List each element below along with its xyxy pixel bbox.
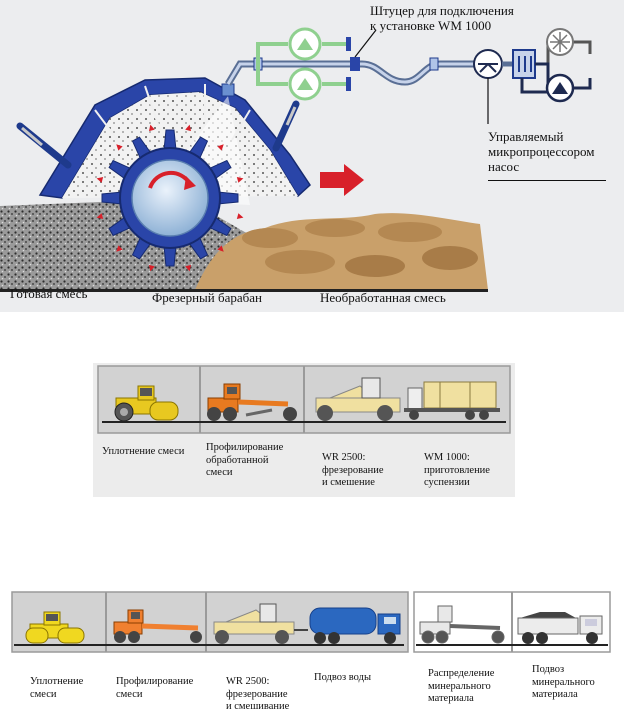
panel1-label-4: WM 1000: приготовление суспензии [424, 452, 490, 490]
panel3-label-2-line1: Подвоз [532, 664, 565, 675]
panel3-label-1-line1: Распределение [428, 668, 495, 679]
recycler-icon-2 [213, 603, 295, 644]
panel3-label-2-line2: минерального [532, 676, 595, 688]
panel1-label-1: Уплотнение смеси [102, 446, 184, 459]
panel1-label-3-line3: и смешение [322, 477, 375, 489]
grader-icon-2 [113, 609, 202, 643]
panel3-label-1-line2: минерального [428, 680, 491, 692]
panel1-label-2: Профилирование обработанной смеси [206, 442, 283, 480]
grader-gray-icon [419, 605, 505, 644]
panel1-label-3-line2: фрезерование [322, 464, 384, 476]
slurry-mixer-icon [404, 381, 500, 420]
panel1-label-3: WR 2500: фрезерование и смешение [322, 452, 384, 490]
connector-label-line1: Штуцер для подключения [370, 3, 514, 18]
panel1-label-4-line1: WM 1000: [424, 452, 470, 463]
milling-drum [96, 124, 244, 272]
roller-icon [114, 385, 179, 422]
panel2-label-3-line3: и смешивание [226, 701, 290, 713]
pump-label-underline [488, 180, 606, 181]
pump-label-line3: насос [488, 158, 520, 174]
panel1-label-2-line2: обработанной [206, 454, 269, 466]
green-valve-branch [256, 42, 346, 86]
recycler-icon [315, 377, 401, 421]
panel2-label-2-line1: Профилирование [116, 676, 194, 687]
pump-label-line2: микропроцессором [488, 143, 595, 159]
panel3-label-2-line3: материала [532, 689, 578, 701]
panel1-label-4-line3: суспензии [424, 477, 470, 489]
panel2-label-1-line2: смеси [30, 688, 57, 700]
raw-mix-label: Необработанная смесь [320, 290, 446, 305]
top-diagram [0, 0, 624, 312]
direction-arrow [320, 164, 364, 196]
grader-icon [207, 383, 297, 421]
connector-label: Штуцер для подключения к установке WM 10… [370, 3, 514, 34]
drum-label: Фрезерный барабан [152, 290, 262, 305]
panel2-label-2: Профилирование смеси [116, 676, 193, 701]
roller-icon-2 [25, 611, 85, 644]
panel-2 [11, 591, 409, 653]
pump-label-line1: Управляемый [488, 129, 564, 144]
panel3-label-2: Подвоз минерального материала [532, 664, 595, 702]
water-truck-icon [294, 607, 401, 644]
panel2-label-1: Уплотнение смеси [30, 676, 83, 701]
panel3-label-1-line3: материала [428, 693, 474, 705]
panel2-label-3-line1: WR 2500: [226, 676, 270, 687]
panel2-label-2-line2: смеси [116, 688, 143, 700]
dump-truck-icon [517, 612, 603, 644]
panel1-label-4-line2: приготовление [424, 464, 490, 476]
panel-3 [413, 591, 611, 653]
panel1-label-2-line1: Профилирование [206, 442, 284, 453]
panel1-label-3-line1: WR 2500: [322, 452, 366, 463]
panel1-label-1-line1: Уплотнение смеси [102, 446, 185, 457]
panel2-label-3-line2: фрезерование [226, 688, 288, 700]
spray-nozzle [221, 83, 235, 97]
panel2-label-4-line1: Подвоз воды [314, 672, 372, 683]
pump-label: Управляемый микропроцессором насос [488, 129, 595, 175]
connector-label-line2: к установке WM 1000 [370, 17, 492, 33]
panel2-label-3: WR 2500: фрезерование и смешивание [226, 676, 289, 714]
panel1-label-2-line3: смеси [206, 467, 233, 479]
panel3-label-1: Распределение минерального материала [428, 668, 494, 706]
panel-1 [93, 363, 515, 497]
panel2-label-4: Подвоз воды [314, 672, 371, 685]
ready-mix-label: Готовая смесь [10, 286, 88, 301]
connector-fitting [350, 57, 360, 71]
panel2-label-1-line1: Уплотнение [30, 676, 84, 687]
